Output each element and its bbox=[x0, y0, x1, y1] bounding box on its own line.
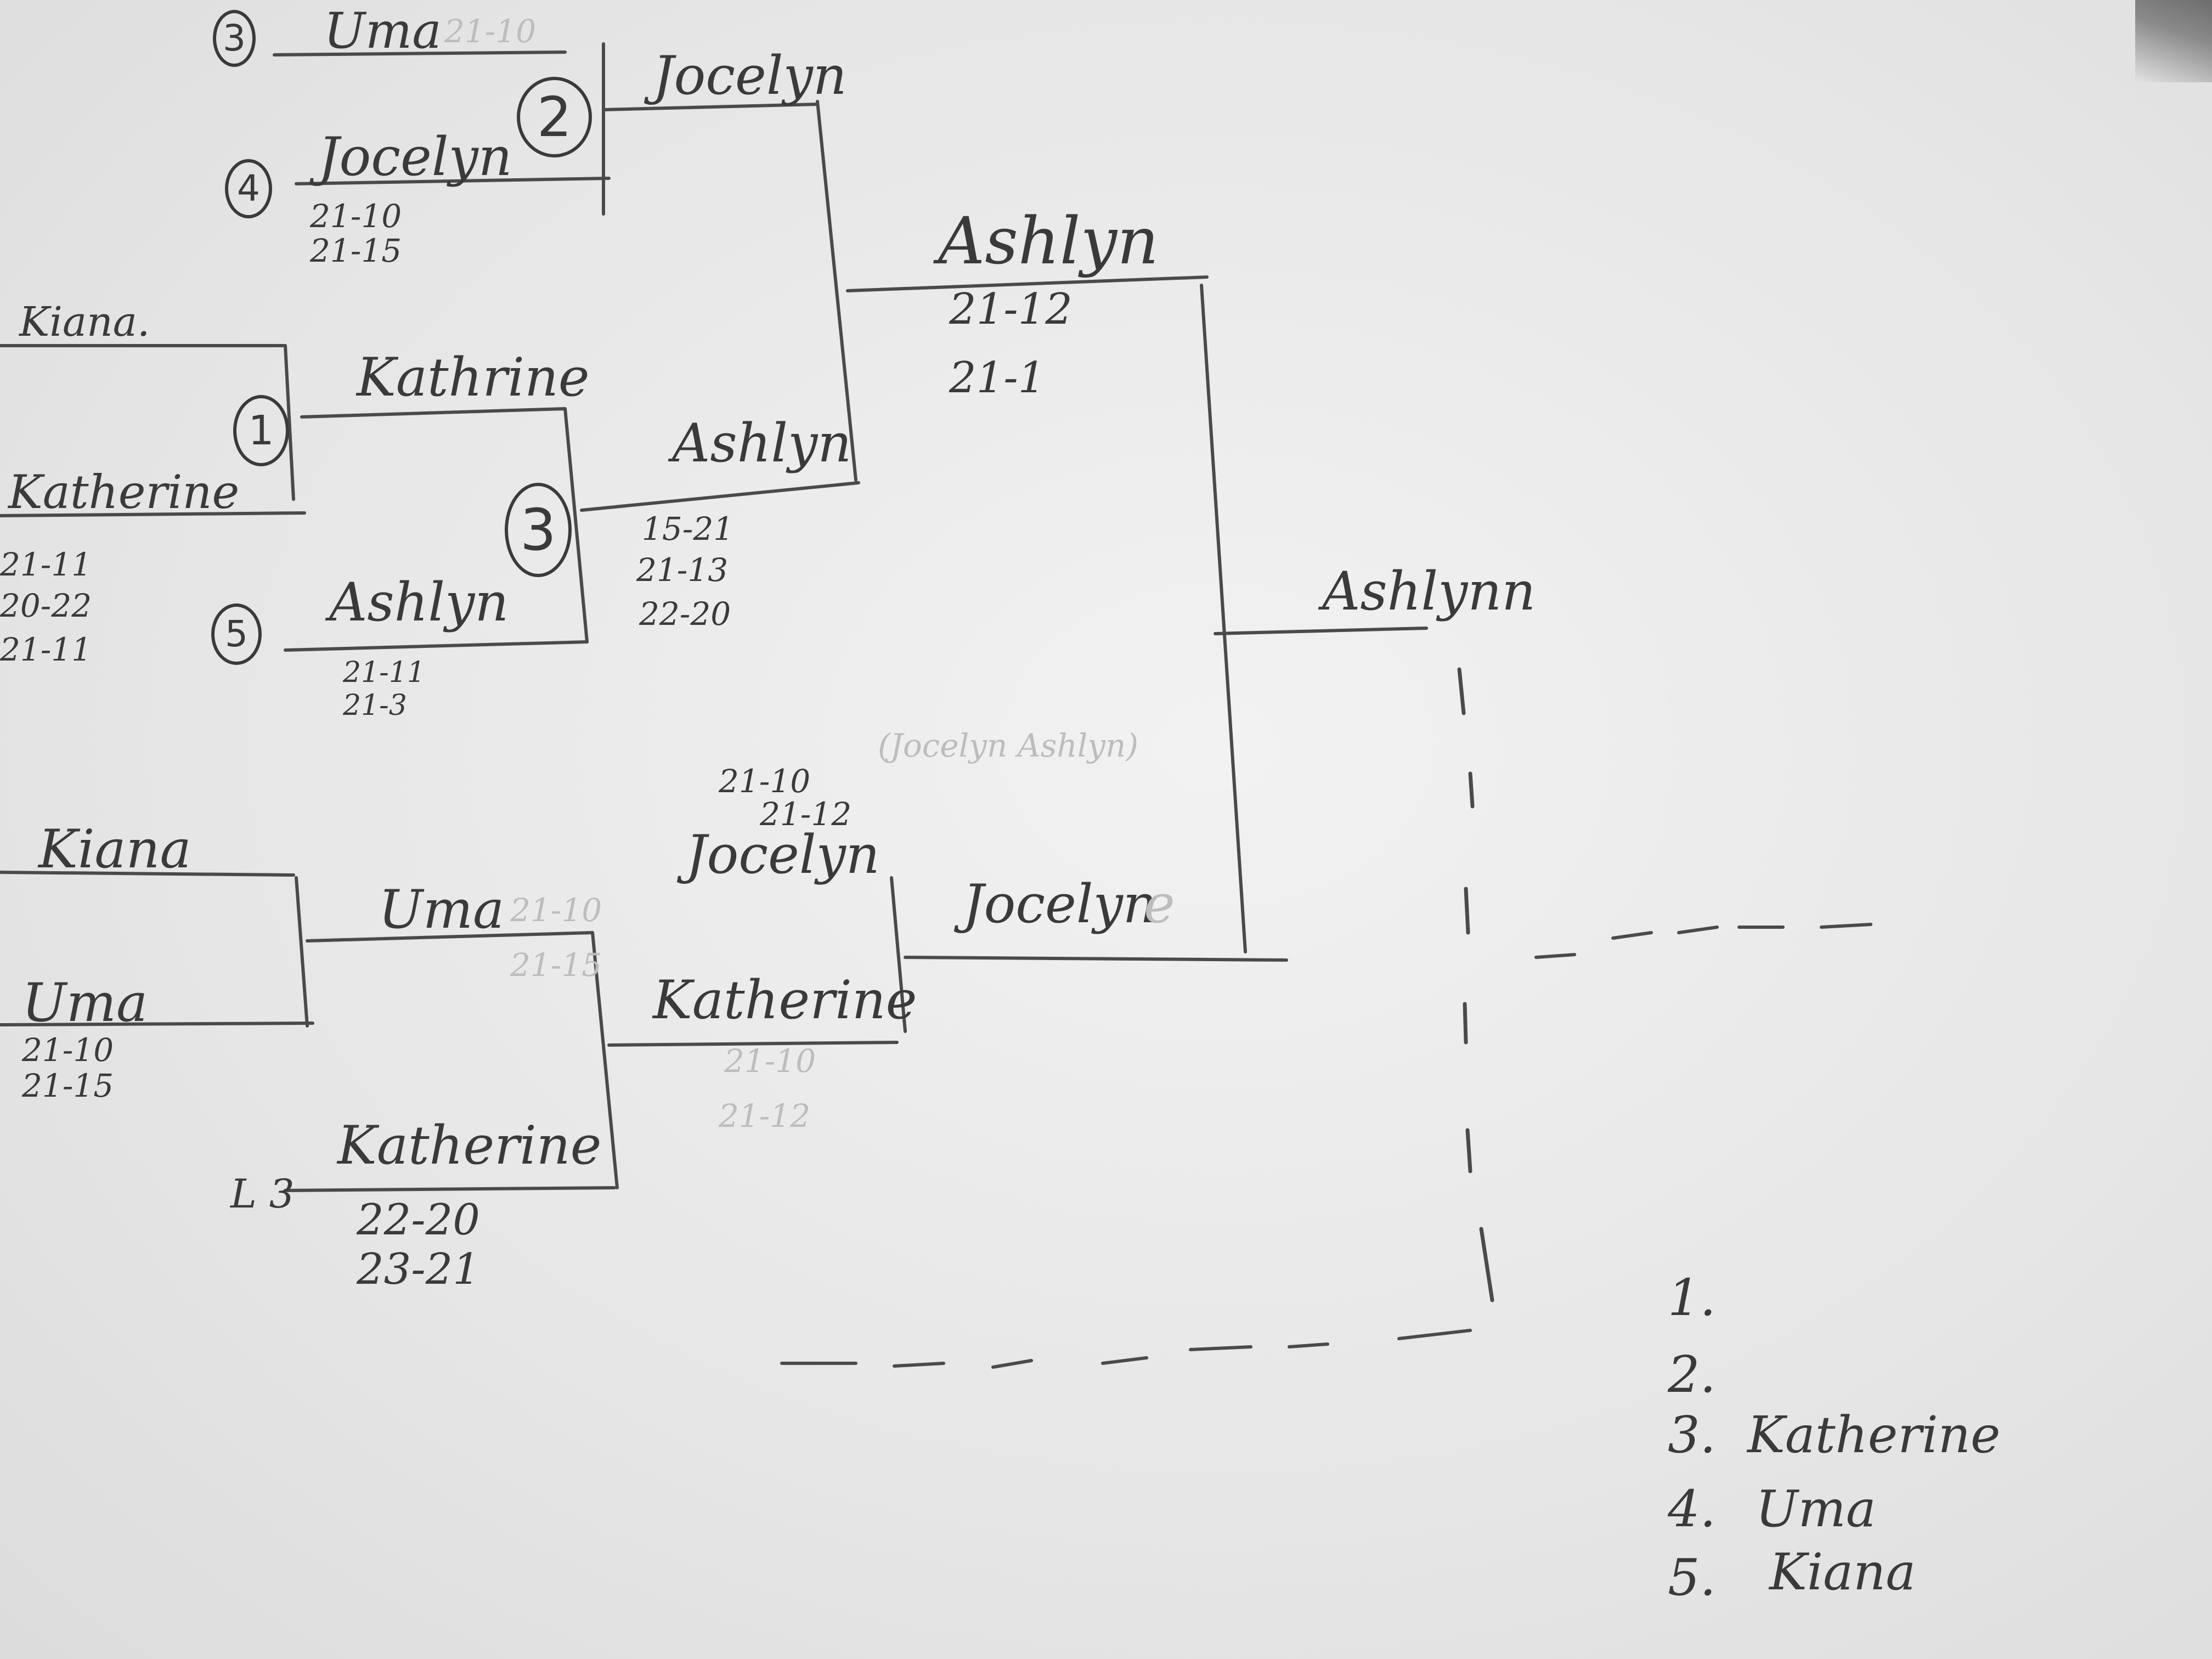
match1-winner: Kathrine bbox=[357, 347, 590, 408]
seed4-score-2: 21-15 bbox=[310, 232, 402, 269]
seed-3-circle: 3 bbox=[213, 10, 256, 67]
standing-4-rank: 4. bbox=[1668, 1480, 1716, 1538]
losers-faint-score-1: 21-10 bbox=[510, 891, 602, 929]
standing-3-rank: 3. bbox=[1668, 1406, 1716, 1464]
seed5-score-2: 21-3 bbox=[343, 689, 407, 722]
losers-uma-name: Uma bbox=[22, 972, 148, 1034]
final-winner: Ashlynn bbox=[1322, 561, 1536, 622]
standing-5-name: Kiana bbox=[1769, 1543, 1916, 1601]
semifinal-score-1: 21-12 bbox=[949, 285, 1073, 334]
katherine-score-1: 21-11 bbox=[0, 546, 92, 583]
l3-score-1: 22-20 bbox=[357, 1195, 480, 1245]
losers-faint-score-2: 21-15 bbox=[510, 946, 602, 984]
semifinal-score-2: 21-1 bbox=[949, 353, 1046, 403]
standing-5-rank: 5. bbox=[1668, 1548, 1716, 1607]
seed3-name: Uma bbox=[324, 2, 442, 60]
seed5-score-1: 21-11 bbox=[343, 656, 425, 689]
faint-note: (Jocelyn Ashlyn) bbox=[878, 727, 1139, 764]
seed5-name: Ashlyn bbox=[329, 572, 509, 633]
seed-5-circle: 5 bbox=[211, 603, 262, 665]
seed3-faint-score: 21-10 bbox=[444, 13, 537, 50]
katherine-score-2: 20-22 bbox=[0, 587, 92, 624]
table-corner bbox=[2135, 0, 2212, 82]
losers-uma-score-1: 21-10 bbox=[22, 1031, 114, 1069]
l3-name: Katherine bbox=[337, 1115, 602, 1176]
seed-number: 4 bbox=[237, 167, 260, 210]
match-3-circle: 3 bbox=[505, 483, 572, 577]
semifinal-winner: Ashlyn bbox=[938, 203, 1159, 279]
seed-number: 5 bbox=[225, 613, 248, 655]
match3-winner: Ashlyn bbox=[672, 413, 852, 474]
standing-1-rank: 1. bbox=[1668, 1268, 1716, 1327]
katherine-score-3: 21-11 bbox=[0, 631, 92, 668]
seed-number: 3 bbox=[223, 17, 246, 59]
standing-4-name: Uma bbox=[1756, 1480, 1876, 1538]
standing-3-name: Katherine bbox=[1747, 1406, 2001, 1464]
opponent-score-2: 21-12 bbox=[760, 795, 852, 833]
l3-label: L 3 bbox=[230, 1171, 295, 1217]
match-1-circle: 1 bbox=[233, 395, 289, 466]
match3-score-2: 21-13 bbox=[636, 551, 729, 589]
match3-score-3: 22-20 bbox=[639, 595, 731, 633]
l3-score-2: 23-21 bbox=[357, 1245, 480, 1294]
seed4-name: Jocelyn bbox=[318, 126, 512, 188]
match-number: 3 bbox=[520, 496, 557, 563]
kiana-name: Kiana. bbox=[19, 298, 150, 346]
standing-2-rank: 2. bbox=[1668, 1345, 1716, 1404]
losers-match-winner: Uma bbox=[379, 879, 505, 940]
losers-next-faint-1: 21-10 bbox=[724, 1042, 816, 1080]
katherine-name: Katherine bbox=[8, 465, 240, 519]
match3-score-1: 15-21 bbox=[642, 510, 734, 548]
seed-4-circle: 4 bbox=[225, 159, 272, 218]
opponent-score-1: 21-10 bbox=[719, 763, 811, 800]
losers-final-faint-tail: e bbox=[1144, 873, 1175, 935]
losers-next-winner: Katherine bbox=[653, 969, 917, 1031]
losers-final-winner: Jocelyn bbox=[963, 873, 1157, 935]
losers-uma-score-2: 21-15 bbox=[22, 1067, 114, 1104]
opponent-name: Jocelyn bbox=[686, 824, 880, 885]
losers-kiana-name: Kiana bbox=[38, 819, 191, 880]
match-2-circle: 2 bbox=[517, 77, 592, 157]
losers-next-faint-2: 21-12 bbox=[719, 1097, 811, 1135]
seed4-score-1: 21-10 bbox=[310, 198, 402, 235]
match2-winner: Jocelyn bbox=[653, 45, 847, 106]
match-number: 1 bbox=[248, 407, 274, 454]
match-number: 2 bbox=[537, 84, 572, 149]
